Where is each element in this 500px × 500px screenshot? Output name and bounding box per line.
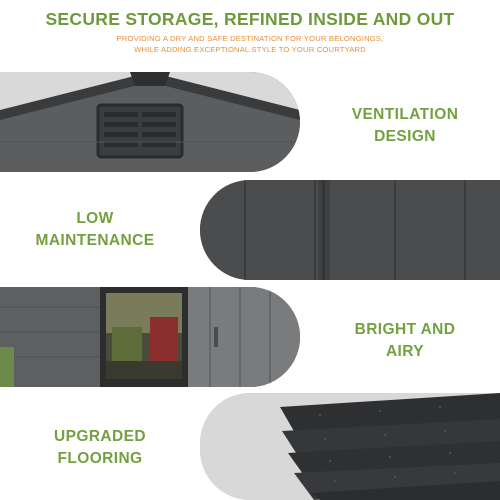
label-line1: BRIGHT AND	[354, 321, 456, 338]
floor-panels-illustration	[200, 393, 500, 500]
label-line2: DESIGN	[374, 128, 436, 145]
shed-window-illustration	[0, 287, 300, 387]
label-line2: AIRY	[385, 343, 425, 360]
roof-vent-image	[0, 72, 300, 172]
label-line1: LOW	[76, 210, 114, 227]
header: SECURE STORAGE, REFINED INSIDE AND OUT P…	[0, 0, 500, 70]
label-line1: UPGRADED	[54, 428, 146, 445]
roof-vent-illustration	[0, 72, 300, 172]
wall-panel-image	[200, 180, 500, 280]
subtitle-line1: PROVIDING A DRY AND SAFE DESTINATION FOR…	[116, 34, 384, 43]
label-maintenance: LOW MAINTENANCE	[0, 208, 190, 252]
wall-panel-illustration	[200, 180, 500, 280]
label-ventilation: VENTILATION DESIGN	[310, 104, 500, 148]
label-line1: VENTILATION	[351, 106, 459, 123]
shed-window-image	[0, 287, 300, 387]
label-line2: FLOORING	[57, 450, 143, 467]
page-title: SECURE STORAGE, REFINED INSIDE AND OUT	[45, 9, 455, 29]
floor-panels-image	[200, 393, 500, 500]
label-bright: BRIGHT AND AIRY	[310, 319, 500, 363]
label-line2: MAINTENANCE	[35, 232, 155, 249]
subtitle-line2: WHILE ADDING EXCEPTIONAL STYLE TO YOUR C…	[134, 45, 366, 54]
label-flooring: UPGRADED FLOORING	[0, 426, 200, 470]
